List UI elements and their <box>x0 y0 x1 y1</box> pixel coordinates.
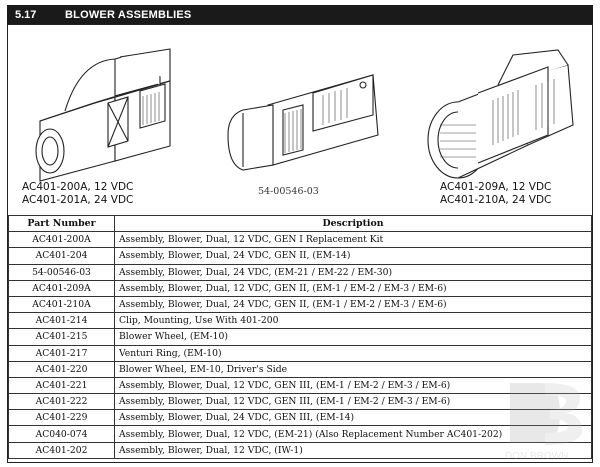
description-cell: Venturi Ring, (EM-10) <box>114 344 592 362</box>
column-header-description: Description <box>114 214 592 233</box>
watermark-logo: DON BROWN <box>505 383 582 462</box>
part-number-cell: AC401-214 <box>8 312 115 330</box>
figure-panel: AC401-200A, 12 VDC AC401-201A, 24 VDC 54… <box>8 25 592 215</box>
description-cell: Assembly, Blower, Dual, 12 VDC, GEN II, … <box>114 279 592 297</box>
catalog-frame: AC401-200A, 12 VDC AC401-201A, 24 VDC 54… <box>7 24 593 463</box>
column-header-part-number: Part Number <box>8 214 115 233</box>
description-cell: Blower Wheel, (EM-10) <box>114 328 592 346</box>
part-number-cell: AC401-202 <box>8 441 115 459</box>
description-cell: Assembly, Blower, Dual, 12 VDC, GEN I Re… <box>114 231 592 249</box>
description-cell: Assembly, Blower, Dual, 24 VDC, (EM-21 /… <box>114 263 592 281</box>
part-number-cell: AC401-204 <box>8 247 115 265</box>
description-cell: Assembly, Blower, Dual, 24 VDC, GEN II, … <box>114 295 592 314</box>
figure-label-right: AC401-209A, 12 VDC AC401-210A, 24 VDC <box>440 181 552 206</box>
part-number-cell: AC040-074 <box>8 425 115 443</box>
watermark-text: DON BROWN <box>505 451 568 462</box>
figure-label-center: 54-00546-03 <box>258 186 319 197</box>
part-number-cell: AC401-229 <box>8 409 115 427</box>
blower-illustration-right <box>427 49 574 179</box>
part-number-cell: AC401-210A <box>8 295 115 314</box>
part-number-cell: AC401-209A <box>8 279 115 297</box>
blower-illustration-left <box>35 48 171 182</box>
description-cell: Assembly, Blower, Dual, 24 VDC, GEN II, … <box>114 247 592 265</box>
part-number-cell: 54-00546-03 <box>8 263 115 281</box>
part-number-cell: AC401-217 <box>8 344 115 362</box>
part-number-cell: AC401-221 <box>8 376 115 395</box>
table-header-row: Part Number Description <box>8 214 592 233</box>
description-cell: Clip, Mounting, Use With 401-200 <box>114 312 592 330</box>
section-header: 5.17 BLOWER ASSEMBLIES <box>7 5 593 24</box>
section-title: BLOWER ASSEMBLIES <box>65 8 192 21</box>
part-number-cell: AC401-222 <box>8 393 115 411</box>
section-number: 5.17 <box>15 8 37 21</box>
part-number-cell: AC401-200A <box>8 231 115 249</box>
blower-illustration-center <box>227 74 379 171</box>
figure-label-left: AC401-200A, 12 VDC AC401-201A, 24 VDC <box>22 181 134 206</box>
description-cell: Assembly, Blower, Dual, 12 VDC, (IW-1) <box>114 441 592 459</box>
part-number-cell: AC401-220 <box>8 360 115 378</box>
part-number-cell: AC401-215 <box>8 328 115 346</box>
